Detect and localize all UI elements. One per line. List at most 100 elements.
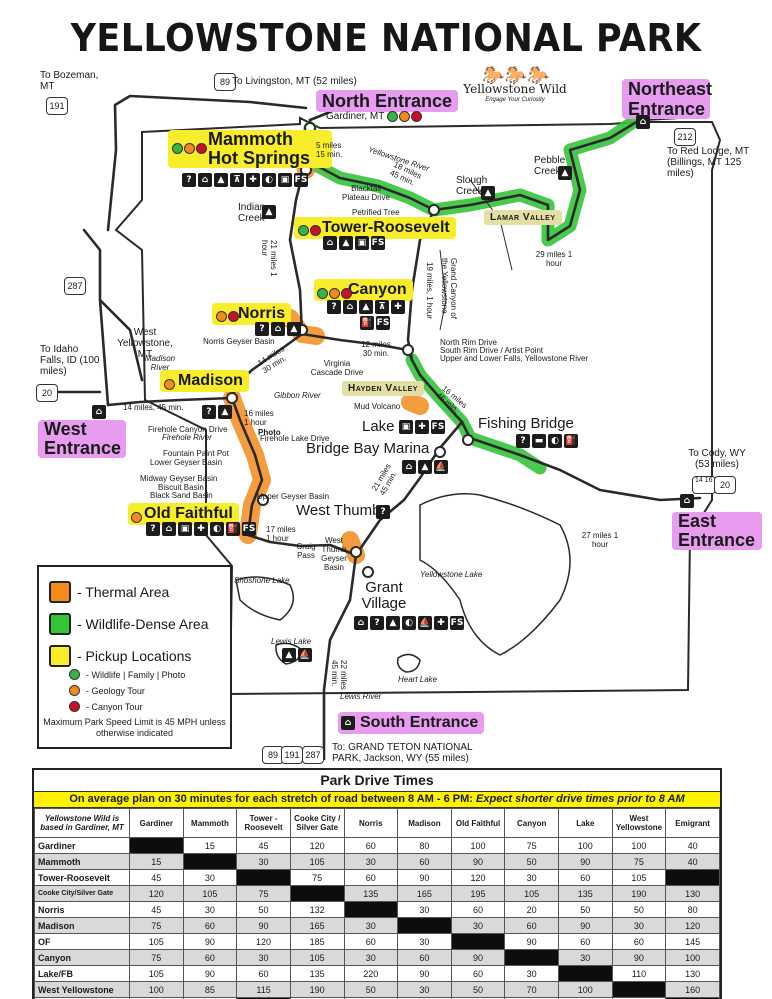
table-cell: 135 [558,885,613,902]
legend-thermal: - Thermal Area [49,581,169,603]
label-grand-teton: To: GRAND TETON NATIONAL PARK, Jackson, … [332,742,473,764]
table-cell: 105 [611,869,667,886]
table-cell: 100 [129,981,184,998]
food-icon: ◐ [548,434,562,448]
info-icon: ? [146,522,160,536]
food-icon: ◐ [262,173,276,187]
table-cell: 30 [236,853,291,870]
table-cell: 75 [129,917,184,934]
tour-dot-canyon [310,225,321,237]
medical-icon: ✚ [246,173,260,187]
table-cell: 100 [450,837,506,854]
table-cell: 60 [236,965,291,982]
place-gibbon-river: Gibbon River [274,391,321,400]
table-cell: 50 [504,853,559,870]
table-cell: 60 [343,933,399,950]
distance-west-madison: 14 miles, 45 min. [123,403,184,412]
table-cell [397,917,452,934]
pickup-mammoth-label: Mammoth Hot Springs [208,129,310,168]
place-pebble-creek: Pebble Creek [534,155,566,177]
place-west-thumb: West Thumb [296,502,381,519]
lodging-icon: ▣ [399,420,413,434]
table-cell: 45 [236,837,291,854]
table-column-header: Emigrant [665,808,720,838]
tour-dot-geology [329,288,340,300]
pickup-tower: Tower-Roosevelt [294,217,456,239]
table-cell: 75 [289,869,345,886]
ranger-station-icon: ⌂ [636,115,650,129]
table-cell: 190 [289,981,345,998]
pickup-mammoth: Mammoth Hot Springs [168,130,332,168]
ranger-station-icon: ⌂ [680,494,694,508]
table-column-header: Old Faithful [450,808,506,838]
place-west-thumb-geyser-basin: West Thumb Geyser Basin [321,536,347,572]
logo-tagline: Engage Your Curiosity [485,97,545,103]
lake-amenities: ▣✚FS [399,420,445,434]
info-icon: ? [370,616,384,630]
table-cell [665,997,720,999]
table-cell: 160 [665,981,720,998]
entrance-north: North Entrance [316,90,459,112]
campground-icon: ▲ [262,205,276,219]
drive-times-title: Park Drive Times [34,770,720,792]
table-cell: 90 [182,965,238,982]
page-title: YELLOWSTONE NATIONAL PARK [70,16,702,60]
table-cell: 30 [343,853,399,870]
table-cell: 30 [504,869,559,886]
table-cell: 120 [129,885,184,902]
shield-us89-north: 89 [214,73,236,91]
place-heart-lake: Heart Lake [398,675,438,684]
place-firehole-canyon: Firehole Canyon Drive [148,425,228,434]
medical-icon: ✚ [415,420,429,434]
label-bozeman: To Bozeman, MT [40,70,99,92]
place-upper-lower-falls: Upper and Lower Falls, Yellowstone River [440,354,589,363]
table-cell: 195 [450,885,506,902]
ranger-station-icon: ⌂ [323,236,337,250]
table-cell: 60 [558,933,613,950]
table-column-header: Norris [343,808,399,838]
table-cell: 50 [236,901,291,918]
legend-wildlife: - Wildlife-Dense Area [49,613,209,635]
place-midway-geyser-basin: Midway Geyser Basin [140,474,218,483]
place-photo: Photo [258,428,281,437]
tour-dot-canyon [228,311,239,323]
table-cell: 60 [504,917,559,934]
ranger-station-icon: ⌂ [343,300,357,314]
gas-icon: ⛽ [360,316,374,330]
fs-icon: FS [376,316,390,330]
label-idaho-falls: To Idaho Falls, ID (100 miles) [40,344,100,377]
ranger-station-icon: ⌂ [271,322,285,336]
shield-us287-west: 287 [64,277,86,295]
northeast-amenities: ⌂ [636,115,650,129]
table-cell: 100 [558,981,613,998]
table-cell: 80 [397,837,452,854]
distance-norris-canyon: 12 miles 30 min. [361,340,391,358]
table-cell: 45 [129,901,184,918]
norris-tour-dots [216,308,240,326]
table-cell: 50 [343,981,399,998]
place-firehole-lake: Firehole Lake Drive [260,434,330,443]
ranger-station-icon: ⌂ [162,522,176,536]
table-cell: 45 [129,869,184,886]
table-cell: 90 [236,917,291,934]
info-icon: ? [327,300,341,314]
place-lower-geyser-basin: Lower Geyser Basin [150,458,223,467]
place-upper-geyser-basin: Upper Geyser Basin [257,492,330,501]
table-cell: 185 [289,933,345,950]
grant-village-amenities: ⌂?▲◐⛵✚FS [354,616,464,630]
place-craig-pass: Craig Pass [296,542,316,560]
place-grant-village: Grant Village [361,579,407,612]
table-row-header: Cooke City/Silver Gate [34,885,130,902]
label-red-lodge: To Red Lodge, MT (Billings, MT 125 miles… [667,146,750,179]
tower-tour-dots [298,222,322,240]
thermal-swatch [49,581,71,603]
pickup-old-faithful-label: Old Faithful [144,505,233,522]
table-cell: 60 [182,949,238,966]
table-cell: 30 [182,901,238,918]
table-row-header: West Yellowstone [34,981,130,998]
table-cell: 15 [129,853,184,870]
pickup-old-faithful: Old Faithful [128,503,239,525]
